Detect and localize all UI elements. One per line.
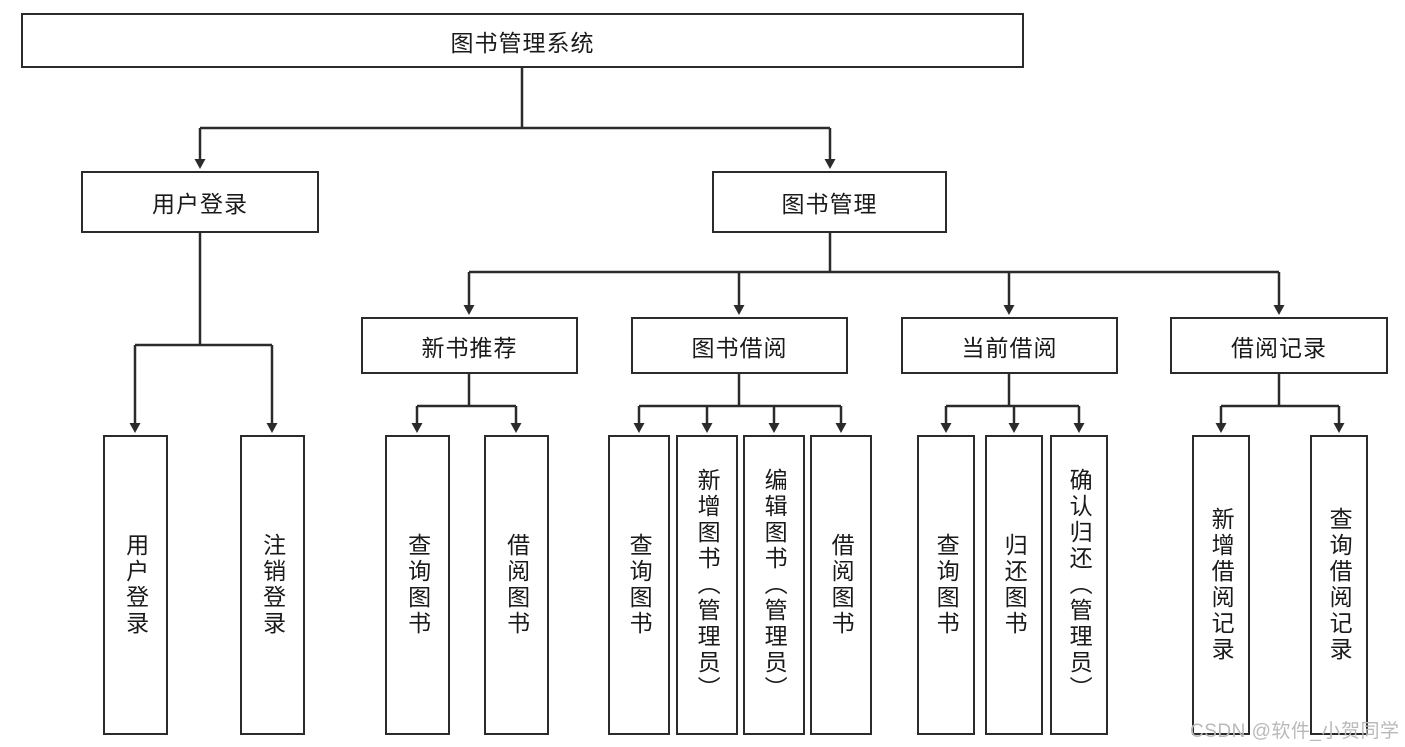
node-root-system[interactable]: 图书管理系统	[21, 13, 1024, 68]
node-leaf-add-book-admin[interactable]: 新增图书（管理员）	[676, 435, 738, 735]
node-borrow-record[interactable]: 借阅记录	[1170, 317, 1388, 374]
node-leaf-borrow-book[interactable]: 借阅图书	[810, 435, 872, 735]
node-leaf-edit-book-admin[interactable]: 编辑图书（管理员）	[743, 435, 805, 735]
node-leaf-query-book-borrow[interactable]: 查询图书	[608, 435, 670, 735]
node-leaf-return-book[interactable]: 归还图书	[985, 435, 1043, 735]
node-new-book-recommend[interactable]: 新书推荐	[361, 317, 578, 374]
node-user-login[interactable]: 用户登录	[81, 171, 319, 233]
node-leaf-query-book-current[interactable]: 查询图书	[917, 435, 975, 735]
node-leaf-query-borrow-record[interactable]: 查询借阅记录	[1310, 435, 1368, 735]
node-book-management[interactable]: 图书管理	[712, 171, 947, 233]
node-leaf-confirm-return-admin[interactable]: 确认归还（管理员）	[1050, 435, 1108, 735]
node-leaf-borrow-book-recommend[interactable]: 借阅图书	[484, 435, 549, 735]
node-current-borrow[interactable]: 当前借阅	[901, 317, 1118, 374]
node-book-borrow[interactable]: 图书借阅	[631, 317, 848, 374]
node-leaf-query-book-recommend[interactable]: 查询图书	[385, 435, 450, 735]
node-leaf-add-borrow-record[interactable]: 新增借阅记录	[1192, 435, 1250, 735]
node-leaf-logout[interactable]: 注销登录	[240, 435, 305, 735]
node-leaf-user-login[interactable]: 用户登录	[103, 435, 168, 735]
watermark-text: CSDN @软件_小贺同学	[1190, 721, 1400, 742]
